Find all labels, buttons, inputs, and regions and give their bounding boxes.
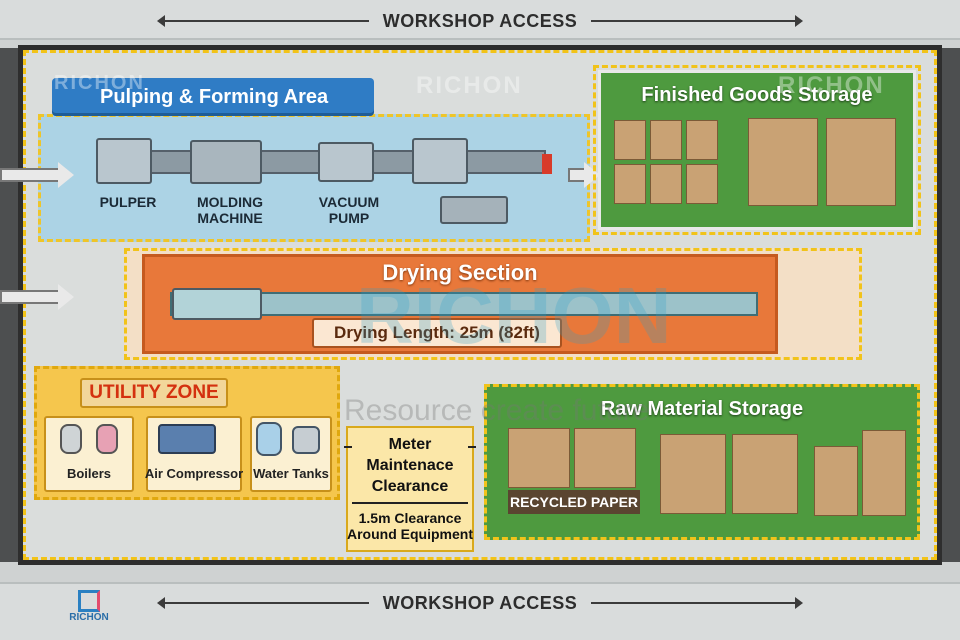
watermark-text: RICHON (416, 72, 523, 99)
finished-pallet-right (826, 118, 898, 208)
right-arrow-icon (591, 597, 804, 609)
flow-arrow-icon (0, 162, 74, 188)
maintenance-clearance-box (346, 426, 474, 552)
watermark-text: RICHON (778, 72, 885, 99)
flow-arrow-icon (568, 162, 600, 188)
raw-pallet-2 (660, 434, 800, 516)
richon-logo: RICHON (64, 590, 114, 623)
raw-pallet-1 (508, 428, 638, 490)
left-road (0, 48, 18, 562)
logo-mark-icon (78, 590, 100, 612)
bottom-access-label: WORKSHOP ACCESS (382, 592, 578, 613)
right-road (942, 48, 960, 562)
boilers-label: Boilers (66, 466, 112, 481)
boilers-card (44, 416, 134, 492)
pulper-label: PULPER (99, 194, 157, 210)
clearance-note: 1.5m Clearance Around Equipment (347, 510, 473, 542)
air-compressor-label: Air Compressor (144, 466, 244, 481)
left-arrow-icon (156, 597, 369, 609)
logo-text: RICHON (69, 612, 109, 623)
dryer-tunnel (170, 292, 758, 316)
vacuum-pump-unit (440, 196, 508, 224)
raw-pallet-3 (814, 430, 908, 520)
air-compressor-icon (158, 424, 216, 454)
maintenance-title: Meter Maintenace Clearance (366, 436, 454, 495)
finished-title: Finished Goods Storage (641, 84, 873, 106)
raw-material-title: Raw Material Storage (600, 398, 804, 420)
divider (352, 502, 468, 504)
boiler-icon (96, 424, 118, 454)
clearance-left-arrow-icon (344, 446, 352, 448)
utility-title: UTILITY ZONE (80, 378, 228, 408)
molding-label: MOLDING MACHINE (196, 194, 264, 226)
top-access-marker: WORKSHOP ACCESS (0, 6, 960, 36)
vacuum-pump-label: VACUUM PUMP (318, 194, 380, 226)
bottom-access-marker: WORKSHOP ACCESS (0, 588, 960, 618)
stop-indicator (542, 154, 552, 174)
vacuum-pump-machine (318, 142, 374, 182)
drying-title: Drying Section (382, 260, 538, 285)
pulper-machine (96, 138, 152, 184)
forming-unit (412, 138, 468, 184)
left-arrow-icon (156, 15, 369, 27)
dryer-inlet (172, 288, 262, 320)
pulping-title: Pulping & Forming Area (52, 78, 374, 116)
drying-length-label: Drying Length: 25m (82ft) (312, 318, 562, 348)
flow-arrow-icon (0, 284, 74, 310)
watermark-brand-large: RICHON (356, 271, 672, 360)
boiler-icon (60, 424, 82, 454)
top-access-label: WORKSHOP ACCESS (382, 10, 578, 31)
bottom-access-band (0, 582, 960, 640)
molding-machine (190, 140, 262, 184)
finished-pallet-mid (748, 118, 820, 208)
clearance-right-arrow-icon (468, 446, 476, 448)
water-tanks-label: Water Tanks (253, 466, 329, 481)
recycled-paper-label: RECYCLED PAPER (508, 490, 640, 514)
water-pump-icon (292, 426, 320, 454)
finished-pallet-left (614, 120, 722, 208)
watermark-tagline: Resource create future (344, 394, 650, 427)
water-tank-icon (256, 422, 282, 456)
right-arrow-icon (591, 15, 804, 27)
watermark-text: RICHON (54, 72, 145, 94)
